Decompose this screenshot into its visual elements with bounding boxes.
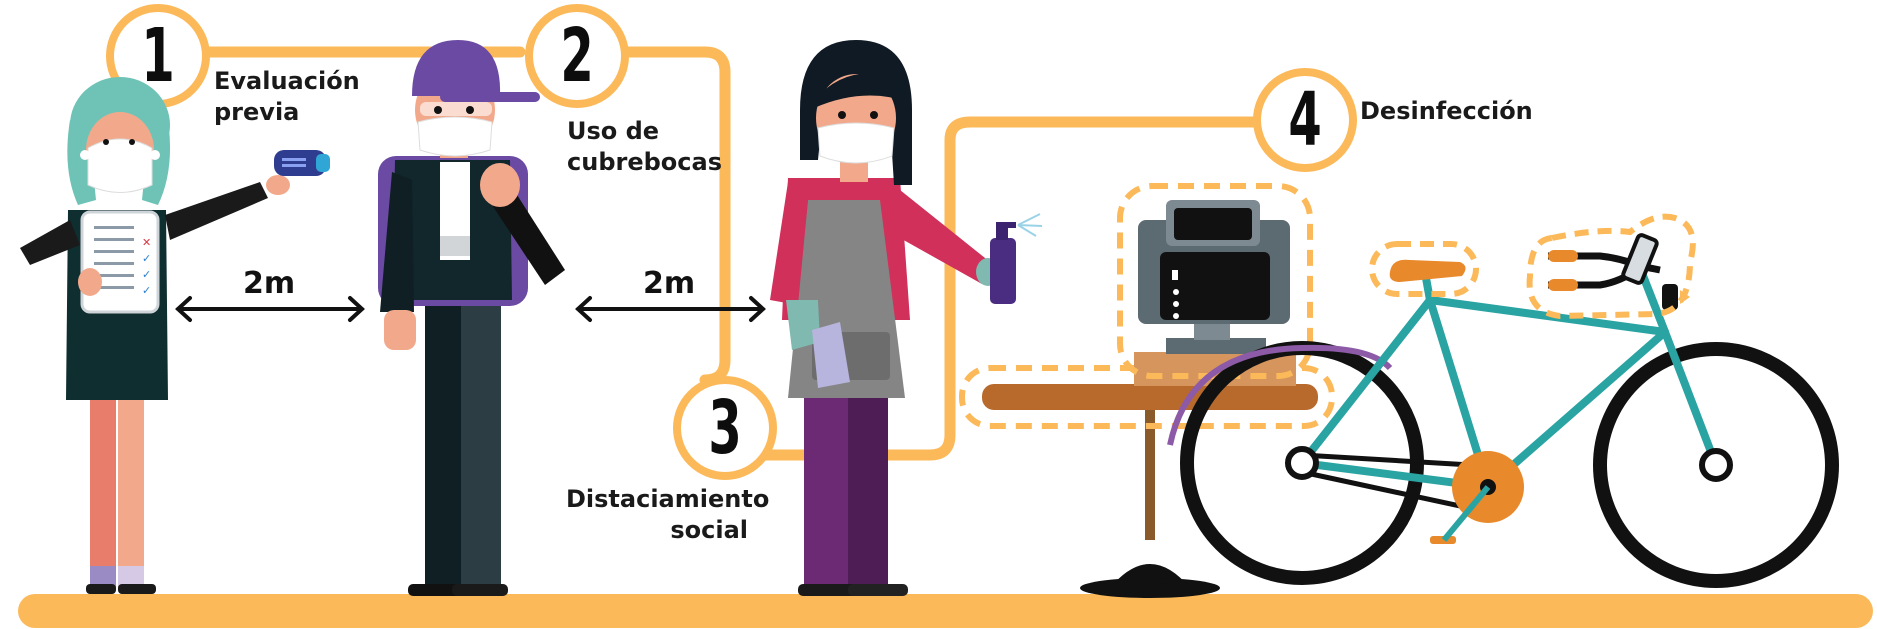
step-circles <box>106 4 1357 480</box>
distance-arrows <box>175 296 766 322</box>
step-1-number: 1 <box>141 13 175 99</box>
ground-bar <box>18 594 1873 628</box>
step-3-number: 3 <box>708 385 742 471</box>
step-2-label: Uso de cubrebocas <box>567 117 722 176</box>
sanitizer-spray-icon <box>990 213 1043 304</box>
step-3-circle <box>673 376 777 480</box>
distance-label-1: 2m <box>243 266 296 301</box>
svg-text:✓: ✓ <box>142 252 151 265</box>
step-4-circle <box>1253 68 1357 172</box>
terminal-highlight <box>1117 183 1313 379</box>
bicycle-icon <box>1167 233 1839 588</box>
woman-with-sanitizer-spray-figure <box>770 40 1043 596</box>
step-4-label: Desinfección <box>1360 97 1533 125</box>
svg-text:✓: ✓ <box>142 284 151 297</box>
step-2-circle <box>525 4 629 108</box>
thermometer-icon <box>274 150 326 176</box>
step-2-number: 2 <box>560 13 594 99</box>
saddle <box>1389 259 1466 282</box>
distance-label-2: 2m <box>643 266 696 301</box>
saddle-highlight <box>1369 241 1479 297</box>
cafe-table-icon <box>982 384 1318 598</box>
arrow-2 <box>575 296 766 322</box>
clipboard-icon: ✕ ✓ ✓ ✓ <box>80 210 160 314</box>
phone-holder-icon <box>1621 233 1659 285</box>
courier-with-backpack-figure <box>378 40 565 596</box>
step-3-label: Distaciamiento social <box>566 485 770 544</box>
handlebar-highlight <box>1526 213 1696 320</box>
svg-text:✓: ✓ <box>142 268 151 281</box>
handlebar <box>1548 250 1690 310</box>
woman-with-thermometer-figure: ✕ ✓ ✓ ✓ <box>20 77 330 594</box>
payment-terminal-icon <box>1134 200 1296 386</box>
step-4-number: 4 <box>1288 77 1322 163</box>
svg-text:✕: ✕ <box>142 236 151 249</box>
arrow-1 <box>175 296 365 322</box>
step-1-label: Evaluación previa <box>214 67 360 126</box>
